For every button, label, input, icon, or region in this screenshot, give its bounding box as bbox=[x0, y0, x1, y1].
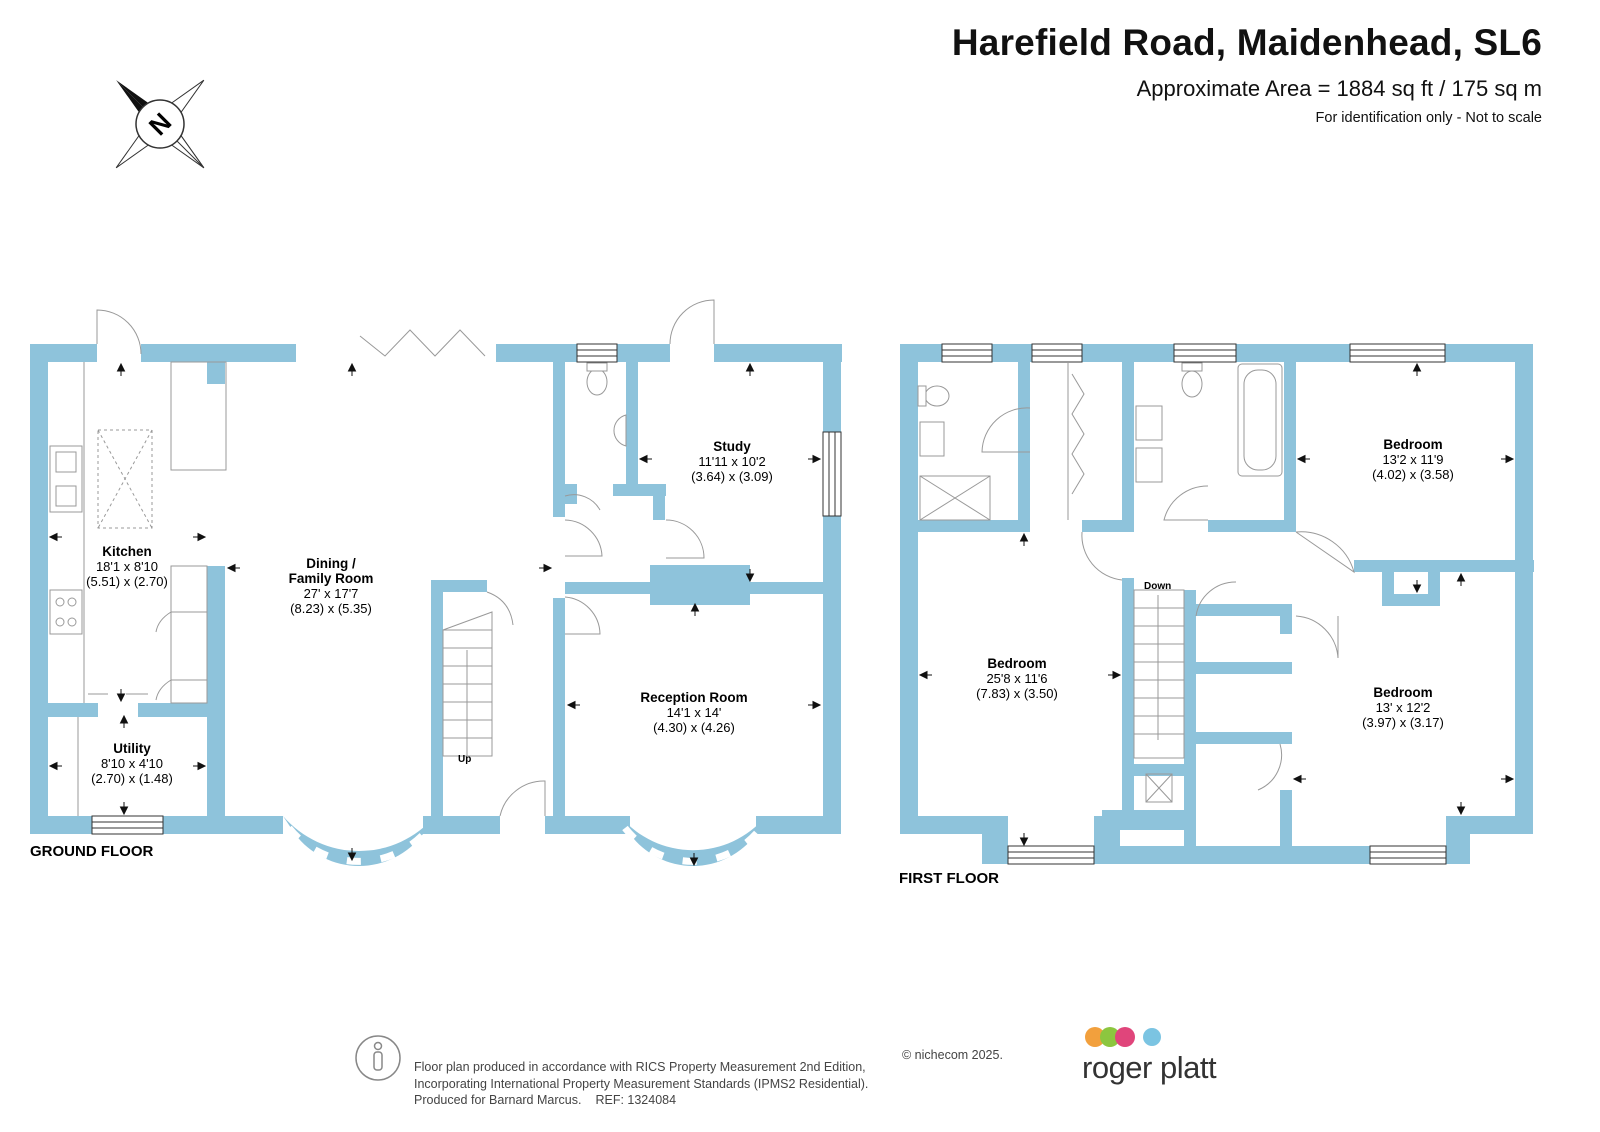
stairs-up-label: Up bbox=[458, 754, 471, 765]
footer-copyright: © nichecom 2025. bbox=[902, 1048, 1003, 1062]
svg-text:Dining /: Dining / bbox=[306, 556, 356, 571]
ground-floor-label: GROUND FLOOR bbox=[30, 843, 153, 860]
area-summary: Approximate Area = 1884 sq ft / 175 sq m bbox=[1136, 76, 1542, 101]
svg-text:Family Room: Family Room bbox=[289, 571, 374, 586]
footer-line-1: Floor plan produced in accordance with R… bbox=[414, 1060, 866, 1074]
compass-rose-icon bbox=[115, 79, 205, 169]
first-floor-walls bbox=[900, 344, 1534, 864]
svg-text:Bedroom: Bedroom bbox=[1383, 437, 1442, 452]
svg-text:(8.23) x (5.35): (8.23) x (5.35) bbox=[290, 601, 372, 616]
svg-text:27' x 17'7: 27' x 17'7 bbox=[304, 586, 359, 601]
first-floor-label: FIRST FLOOR bbox=[899, 870, 999, 887]
svg-text:14'1 x 14': 14'1 x 14' bbox=[667, 705, 722, 720]
svg-text:13'2 x 11'9: 13'2 x 11'9 bbox=[1382, 452, 1443, 467]
room-kitchen: Kitchen 18'1 x 8'10 (5.51) x (2.70) bbox=[86, 544, 168, 589]
footer-disclaimer: Floor plan produced in accordance with R… bbox=[414, 1059, 868, 1109]
svg-text:Study: Study bbox=[713, 439, 751, 454]
disclaimer-note: For identification only - Not to scale bbox=[1315, 110, 1542, 126]
svg-text:Reception Room: Reception Room bbox=[640, 690, 747, 705]
ground-floor-walls bbox=[30, 344, 842, 834]
svg-text:(3.64) x (3.09): (3.64) x (3.09) bbox=[691, 469, 773, 484]
stairs-down-label: Down bbox=[1144, 581, 1171, 592]
svg-text:Utility: Utility bbox=[113, 741, 151, 756]
room-dining-family: Dining / Family Room 27' x 17'7 (8.23) x… bbox=[289, 556, 374, 616]
svg-text:13' x 12'2: 13' x 12'2 bbox=[1376, 700, 1431, 715]
brand-name: roger platt bbox=[1082, 1050, 1217, 1085]
footer-line-2: Incorporating International Property Mea… bbox=[414, 1076, 869, 1091]
svg-text:11'11 x 10'2: 11'11 x 10'2 bbox=[698, 454, 765, 469]
svg-text:18'1 x 8'10: 18'1 x 8'10 bbox=[96, 559, 158, 574]
ground-windows bbox=[91, 343, 842, 835]
room-study: Study 11'11 x 10'2 (3.64) x (3.09) bbox=[691, 439, 773, 484]
svg-text:(4.02) x (3.58): (4.02) x (3.58) bbox=[1372, 467, 1454, 482]
first-fittings bbox=[917, 362, 1355, 803]
room-reception: Reception Room 14'1 x 14' (4.30) x (4.26… bbox=[640, 690, 747, 735]
ground-bay-window-dining bbox=[283, 816, 435, 866]
svg-text:(7.83) x (3.50): (7.83) x (3.50) bbox=[976, 686, 1058, 701]
room-utility: Utility 8'10 x 4'10 (2.70) x (1.48) bbox=[91, 741, 173, 786]
footer-produced-for: Produced for Barnard Marcus. bbox=[414, 1093, 582, 1107]
svg-text:8'10 x 4'10: 8'10 x 4'10 bbox=[101, 756, 163, 771]
room-bedroom-3: Bedroom 13' x 12'2 (3.97) x (3.17) bbox=[1362, 685, 1444, 730]
footer-line-3: Produced for Barnard Marcus. REF: 132408… bbox=[414, 1092, 868, 1109]
first-windows bbox=[941, 343, 1447, 865]
ipms-person-icon bbox=[355, 1035, 401, 1081]
svg-text:(2.70) x (1.48): (2.70) x (1.48) bbox=[91, 771, 173, 786]
room-bedroom-2: Bedroom 25'8 x 11'6 (7.83) x (3.50) bbox=[976, 656, 1058, 701]
svg-text:(5.51) x (2.70): (5.51) x (2.70) bbox=[86, 574, 168, 589]
svg-text:(4.30) x (4.26): (4.30) x (4.26) bbox=[653, 720, 735, 735]
footer-ref: REF: 1324084 bbox=[595, 1093, 677, 1107]
ground-fittings bbox=[49, 299, 715, 817]
svg-text:25'8 x 11'6: 25'8 x 11'6 bbox=[986, 671, 1047, 686]
svg-text:Bedroom: Bedroom bbox=[987, 656, 1046, 671]
svg-text:Bedroom: Bedroom bbox=[1373, 685, 1432, 700]
svg-text:(3.97) x (3.17): (3.97) x (3.17) bbox=[1362, 715, 1444, 730]
brand-logo-icon bbox=[1085, 1027, 1161, 1047]
svg-text:Kitchen: Kitchen bbox=[102, 544, 152, 559]
room-bedroom-1: Bedroom 13'2 x 11'9 (4.02) x (3.58) bbox=[1372, 437, 1454, 482]
page-title: Harefield Road, Maidenhead, SL6 bbox=[951, 22, 1542, 63]
